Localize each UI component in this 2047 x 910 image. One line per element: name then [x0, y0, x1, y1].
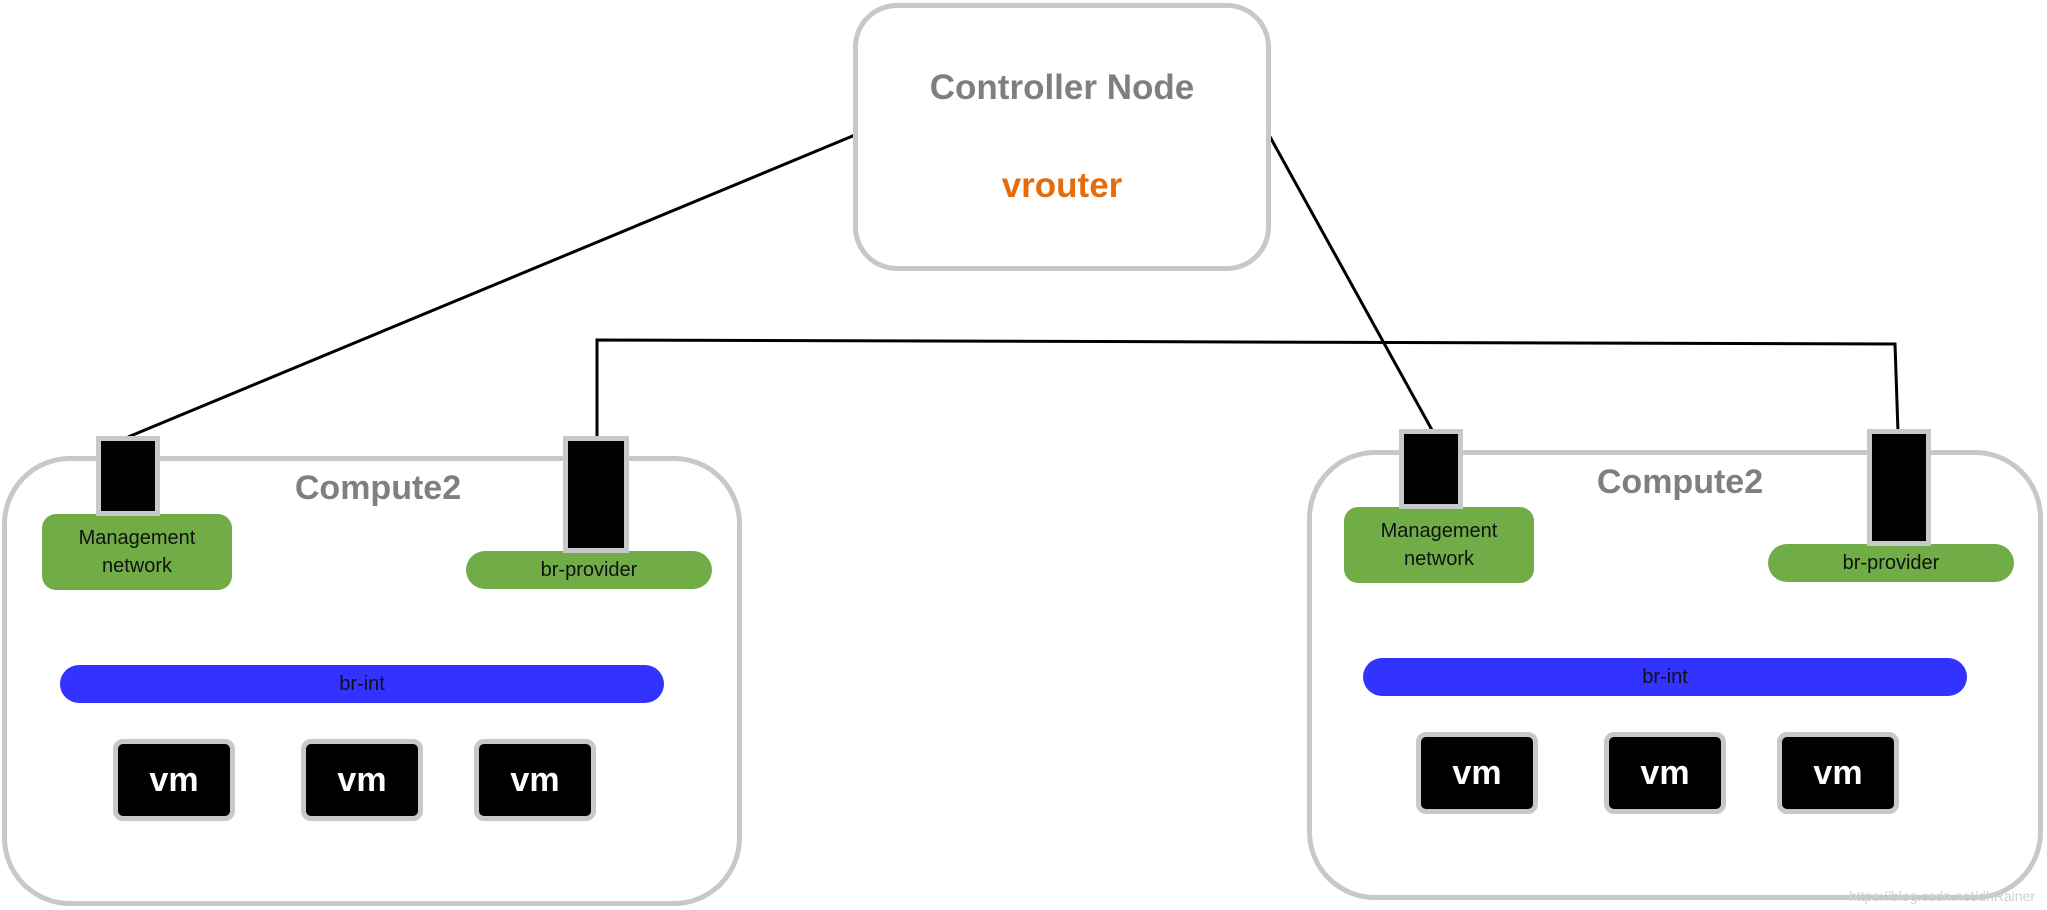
- link-provider-network: [595, 338, 1900, 439]
- vm-right-3: vm: [1777, 732, 1899, 814]
- vm-left-3: vm: [474, 739, 596, 821]
- vm-left-2: vm: [301, 739, 423, 821]
- mgmt-port-left: [96, 436, 160, 516]
- controller-title: Controller Node: [929, 68, 1195, 107]
- br-int-right: br-int: [1363, 658, 1967, 696]
- link-controller-right-mgmt: [1267, 134, 1434, 431]
- vm-right-2: vm: [1604, 732, 1726, 814]
- provider-port-right: [1867, 429, 1931, 546]
- br-provider-left: br-provider: [466, 551, 712, 589]
- vm-left-1: vm: [113, 739, 235, 821]
- link-controller-left-mgmt: [127, 133, 856, 439]
- watermark-text: https://blog.csdn.net/dhRainer: [1848, 888, 2035, 904]
- vm-right-1: vm: [1416, 732, 1538, 814]
- management-network-right: Management network: [1344, 507, 1534, 583]
- br-int-left: br-int: [60, 665, 664, 703]
- compute-title: Compute2: [1596, 463, 1764, 501]
- management-network-left: Management network: [42, 514, 232, 590]
- controller-node-box: Controller Node vrouter: [853, 3, 1271, 271]
- mgmt-port-right: [1399, 429, 1463, 509]
- controller-subtitle: vrouter: [1001, 166, 1123, 205]
- provider-port-left: [563, 436, 629, 553]
- br-provider-right: br-provider: [1768, 544, 2014, 582]
- compute-title: Compute2: [294, 469, 462, 507]
